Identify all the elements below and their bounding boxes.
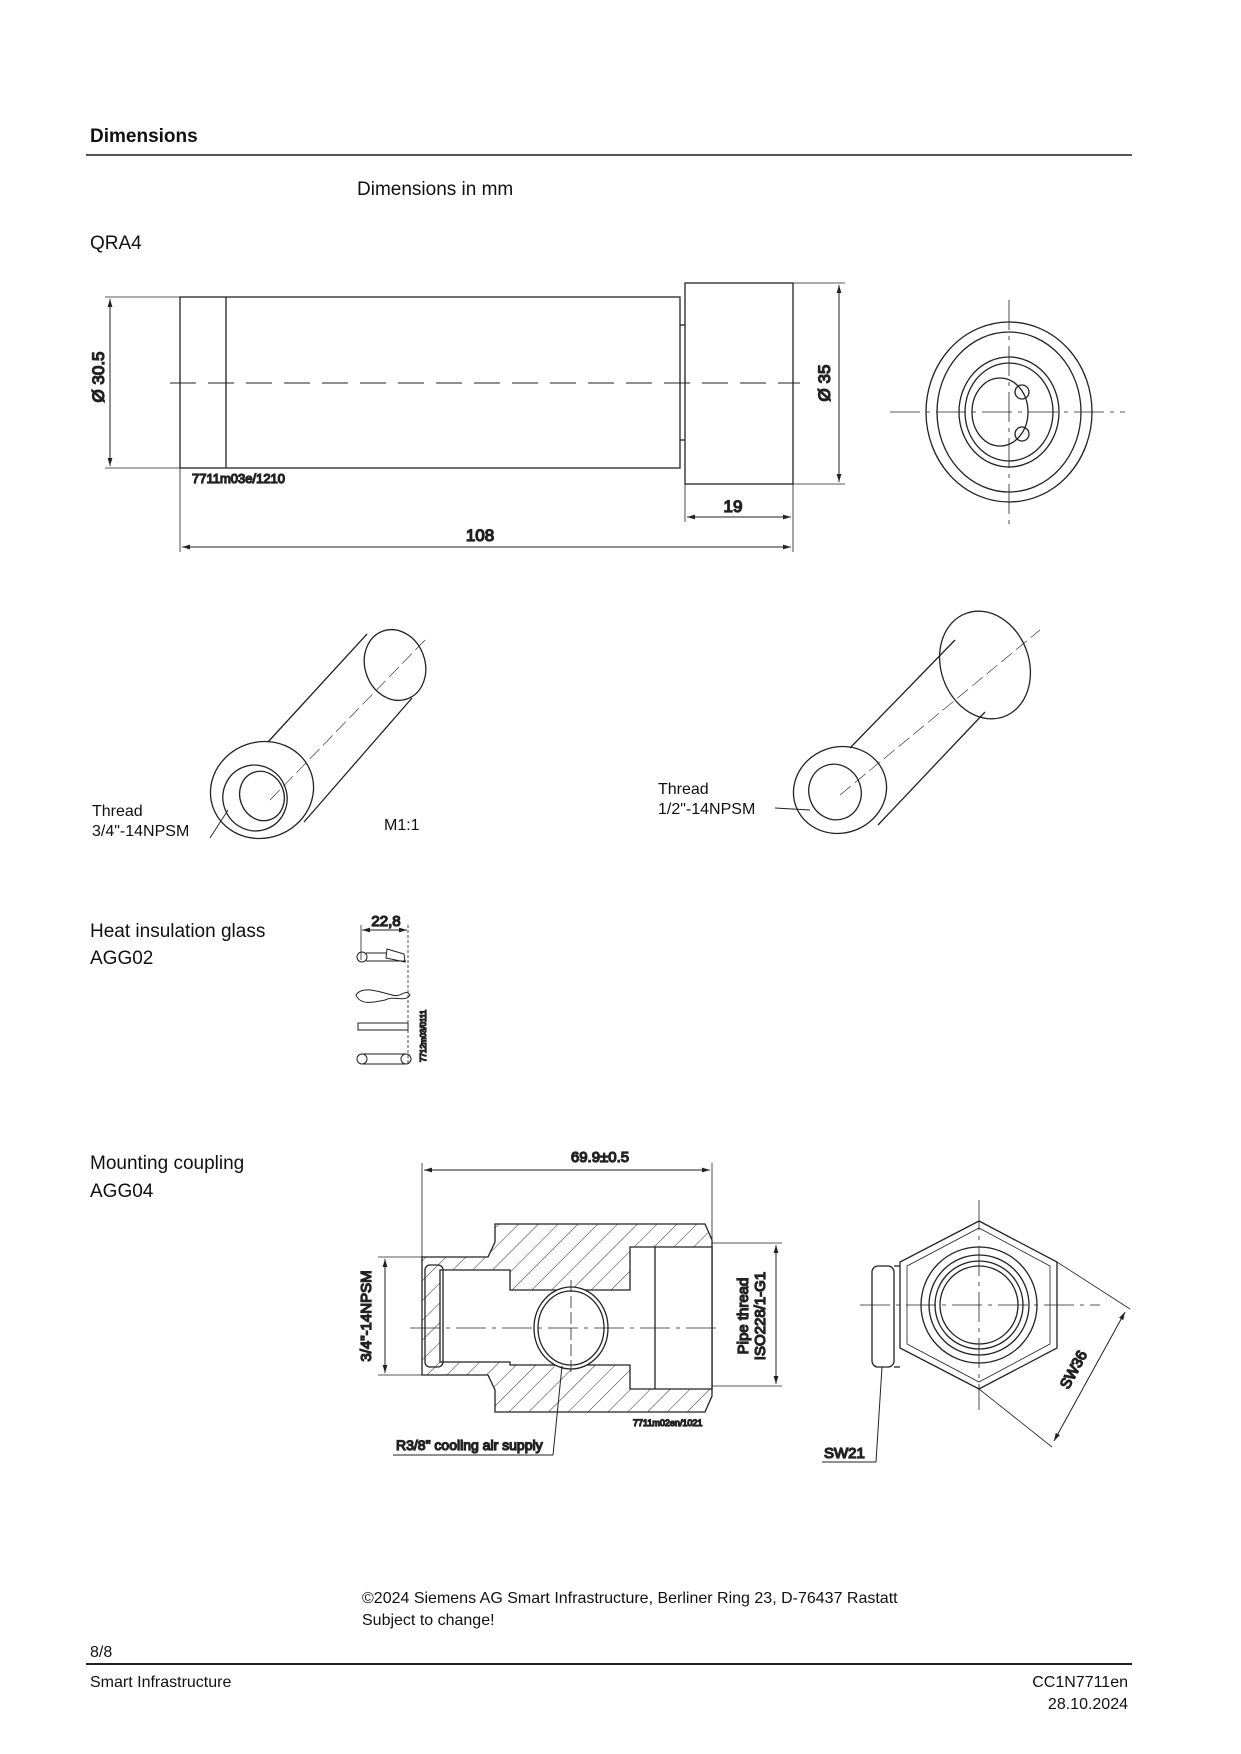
agg04-section-view: [378, 1163, 782, 1456]
thread-left-label: Thread: [92, 803, 143, 820]
page-number: 8/8: [90, 1644, 113, 1661]
agg04-drawing-code: 7711m02en/1021: [633, 1418, 702, 1428]
dim-flange-length: 19: [724, 497, 743, 516]
agg04-hex-view: [822, 1200, 1131, 1463]
footer-rule: [86, 1663, 1132, 1665]
division-name: Smart Infrastructure: [90, 1674, 232, 1691]
agg04-pipe-thread: Pipe thread: [735, 1278, 752, 1355]
agg04-sw36: SW36: [1057, 1348, 1091, 1392]
dim-diameter-body: Ø 30.5: [89, 351, 108, 402]
thread-right-value: 1/2"-14NPSM: [658, 801, 756, 818]
qra4-iso-view-right: [774, 610, 1041, 835]
agg02-dim: 22,8: [371, 913, 400, 930]
document-date: 28.10.2024: [1047, 1696, 1128, 1713]
qra4-end-view: [890, 300, 1125, 530]
agg04-cooling-label: R3/8" cooling air supply: [396, 1437, 543, 1453]
agg04-sw21: SW21: [824, 1445, 865, 1462]
section-title: Dimensions: [90, 126, 198, 147]
agg04-code: AGG04: [90, 1181, 154, 1202]
scale-label: M1:1: [384, 817, 420, 834]
copyright: ©2024 Siemens AG Smart Infrastructure, B…: [362, 1590, 898, 1607]
change-notice: Subject to change!: [362, 1612, 495, 1629]
qra4-label: QRA4: [90, 233, 142, 254]
thread-left-value: 3/4"-14NPSM: [92, 823, 190, 840]
dim-diameter-flange: Ø 35: [815, 365, 834, 402]
header-rule: [86, 154, 1132, 156]
document-id: CC1N7711en: [1032, 1674, 1128, 1691]
agg02-drawing-code: 7712m03/0111: [419, 1009, 428, 1062]
agg02-drawing: [355, 925, 412, 1065]
thread-right-label: Thread: [658, 781, 709, 798]
agg04-dim-length: 69.9±0.5: [571, 1149, 629, 1166]
qra4-side-view: [105, 282, 845, 552]
dimensions-unit-note: Dimensions in mm: [357, 179, 514, 200]
agg04-dim-left-thread: 3/4"-14NPSM: [358, 1270, 375, 1361]
qra4-drawing-code: 7711m03e/1210: [192, 471, 285, 486]
agg02-label: Heat insulation glass: [90, 921, 266, 942]
agg04-pipe-thread-standard: ISO228/1-G1: [752, 1272, 769, 1360]
agg04-label: Mounting coupling: [90, 1153, 245, 1174]
agg02-code: AGG02: [90, 948, 154, 969]
dim-total-length: 108: [466, 526, 494, 545]
qra4-iso-view-left: [209, 628, 427, 840]
